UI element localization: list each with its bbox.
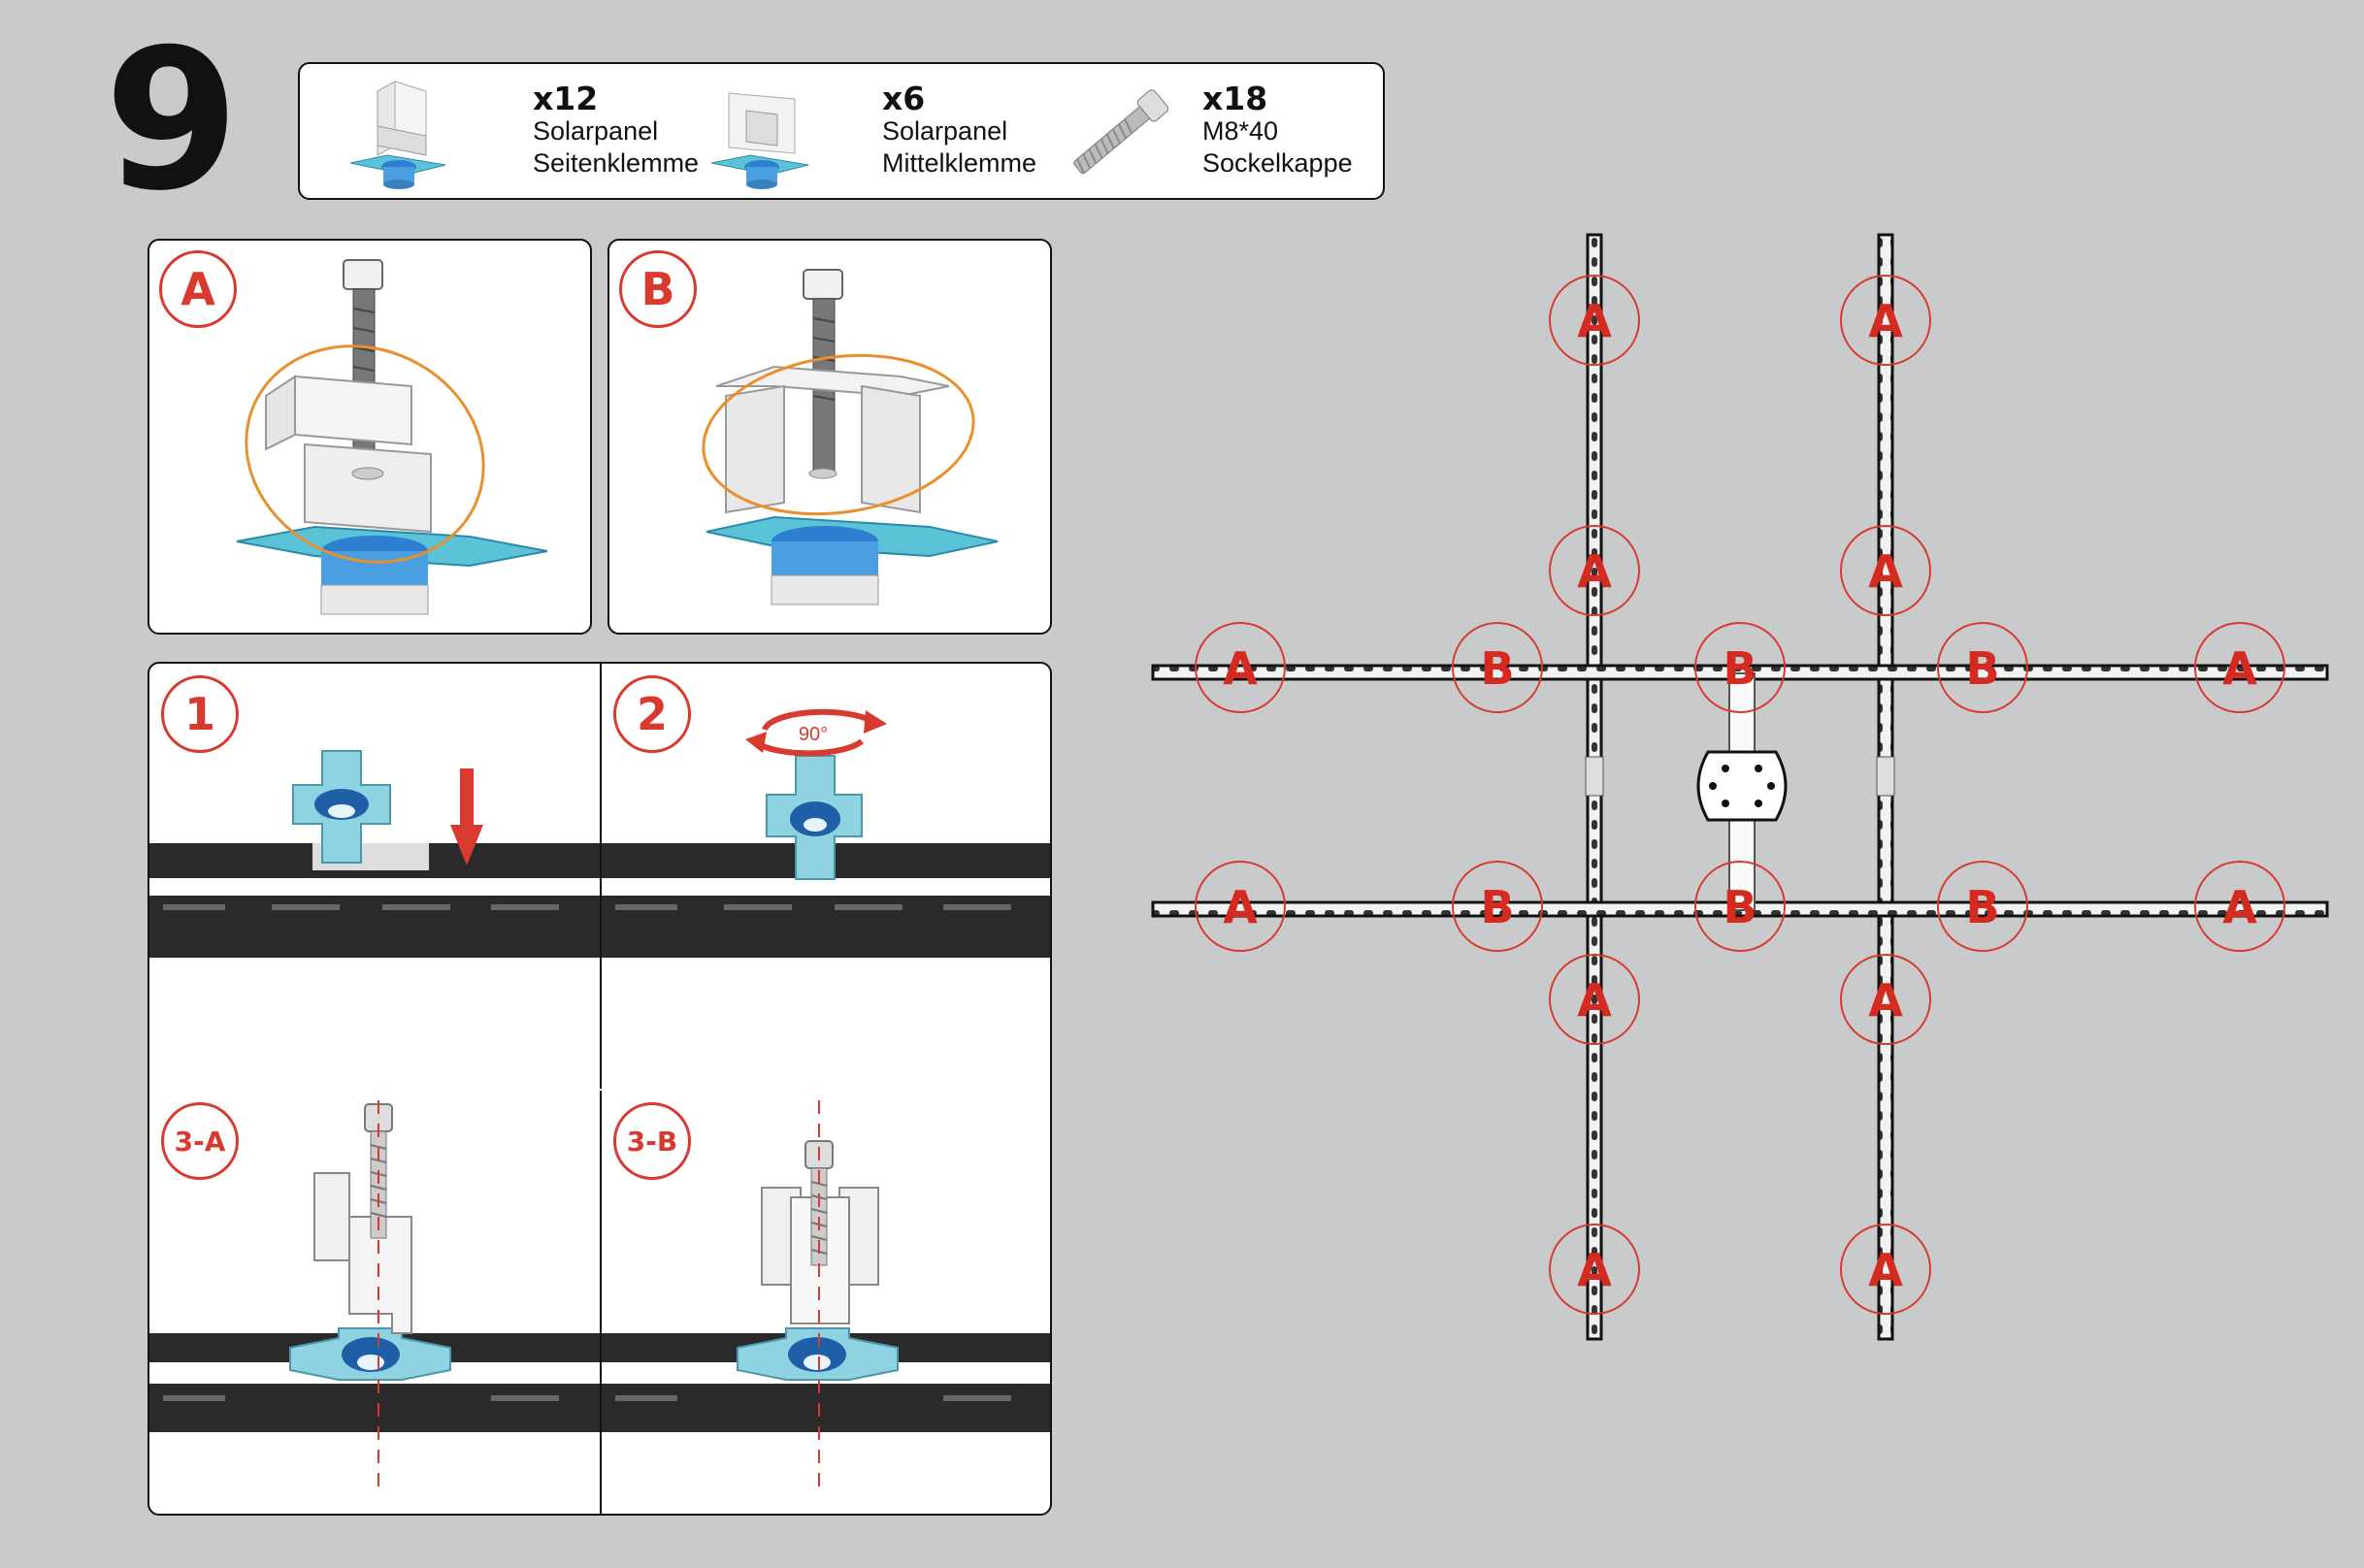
svg-text:A: A: [1223, 642, 1258, 695]
part-name: Solarpanel: [882, 116, 1008, 146]
part-qty: x18: [1202, 80, 1268, 117]
part-type: Sockelkappe: [1202, 148, 1353, 178]
middle-clamp-icon: [710, 92, 809, 189]
step-label-3a: 3-A: [161, 1102, 239, 1180]
rotation-label: 90°: [799, 724, 828, 745]
svg-text:B: B: [1723, 642, 1757, 695]
clamp-mark-b: B: [1694, 861, 1786, 952]
rail-bracket: [1876, 756, 1895, 797]
clamp-mark-a: A: [1840, 1224, 1931, 1315]
svg-text:B: B: [1965, 881, 1999, 933]
clamp-mark-a: A: [2194, 861, 2285, 952]
step-label-1: 1: [161, 675, 239, 753]
svg-text:A: A: [2222, 881, 2257, 933]
clamp-mark-b: B: [1937, 861, 2028, 952]
part-middle-clamp: x6 Solarpanel Mittelklemme: [707, 78, 1057, 190]
part-side-clamp: x12 Solarpanel Seitenklemme: [348, 78, 699, 190]
steps-panel: 1 90° 2 3-A: [148, 662, 1052, 1516]
part-screw: x18 M8*40 Sockelkappe: [1057, 78, 1377, 190]
clamp-mark-a: A: [1549, 1224, 1640, 1315]
part-type: Mittelklemme: [882, 148, 1037, 178]
svg-text:B: B: [1480, 642, 1514, 695]
step-label-3b: 3-B: [613, 1102, 691, 1180]
clamp-mark-b: B: [1937, 622, 2028, 713]
part-qty: x12: [533, 80, 599, 117]
panel-label-a: A: [159, 250, 237, 328]
svg-text:A: A: [1868, 1244, 1903, 1296]
clamp-marks: A A A A A A A A A A A A B B B B B B: [1195, 275, 2285, 1315]
parts-list: x12 Solarpanel Seitenklemme x6 Solarpane…: [298, 62, 1385, 200]
clamp-mark-a: A: [1195, 622, 1286, 713]
detail-panel-a: A: [148, 239, 592, 635]
rail-bracket: [1585, 756, 1604, 797]
svg-text:A: A: [1868, 295, 1903, 347]
clamp-mark-a: A: [1549, 954, 1640, 1045]
svg-text:A: A: [2222, 642, 2257, 695]
clamp-mark-b: B: [1452, 861, 1543, 952]
clamp-mark-a: A: [1840, 954, 1931, 1045]
step-label-2: 2: [613, 675, 691, 753]
svg-text:A: A: [1577, 545, 1612, 598]
step-1-illustration: [149, 750, 600, 958]
middle-clamp-detail: [702, 269, 999, 605]
clamp-mark-a: A: [1195, 861, 1286, 952]
step-number: 9: [104, 8, 240, 234]
rail-layout-diagram: A A A A A A A A A A A A B B B B B B: [1151, 233, 2329, 1341]
step-3b-illustration: [602, 1100, 1050, 1488]
clamp-mark-b: B: [1694, 622, 1786, 713]
side-clamp-detail: [236, 259, 548, 615]
side-clamp-icon: [349, 81, 446, 189]
detail-panel-b: B: [607, 239, 1052, 635]
part-name: M8*40: [1202, 116, 1279, 146]
clamp-mark-a: A: [1549, 525, 1640, 616]
clamp-mark-b: B: [1452, 622, 1543, 713]
clamp-mark-a: A: [1549, 275, 1640, 366]
step-3a-illustration: [149, 1100, 600, 1488]
svg-text:B: B: [1480, 881, 1514, 933]
svg-text:A: A: [1577, 974, 1612, 1027]
svg-text:A: A: [1577, 1244, 1612, 1296]
step-2-illustration: 90°: [602, 708, 1050, 958]
svg-text:B: B: [1723, 881, 1757, 933]
clamp-mark-a: A: [1840, 525, 1931, 616]
clamp-mark-a: A: [2194, 622, 2285, 713]
socket-cap-screw-icon: [1073, 89, 1169, 175]
svg-text:A: A: [1577, 295, 1612, 347]
panel-label-b: B: [619, 250, 697, 328]
clamp-mark-a: A: [1840, 275, 1931, 366]
part-name: Solarpanel: [533, 116, 659, 146]
part-type: Seitenklemme: [533, 148, 700, 178]
svg-text:A: A: [1868, 545, 1903, 598]
svg-text:B: B: [1965, 642, 1999, 695]
part-qty: x6: [882, 80, 926, 117]
horizontal-divider: [149, 1089, 1050, 1091]
svg-text:A: A: [1868, 974, 1903, 1027]
svg-text:A: A: [1223, 881, 1258, 933]
connector-plate: [1696, 750, 1788, 822]
